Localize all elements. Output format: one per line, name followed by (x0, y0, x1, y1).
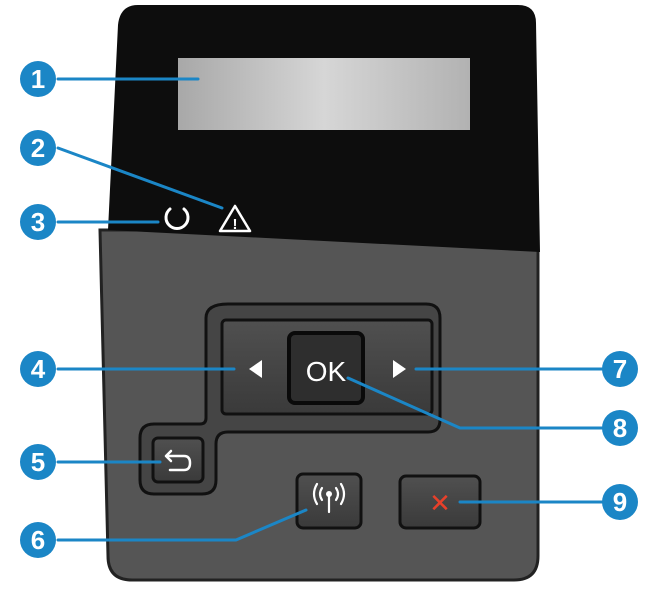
attention-light-icon: ! (218, 204, 252, 233)
callout-5: 5 (20, 444, 56, 480)
leader-lines (56, 77, 606, 542)
warning-glyph: ! (233, 216, 238, 233)
callout-6: 6 (20, 522, 56, 558)
left-arrow-button[interactable] (226, 324, 284, 410)
callout-1: 1 (20, 61, 56, 97)
callout-8: 8 (602, 410, 638, 446)
wireless-button[interactable] (295, 472, 363, 530)
ok-button-label: OK (306, 356, 347, 387)
lcd-display (178, 58, 470, 130)
left-arrow-icon (249, 360, 262, 378)
back-arrow-icon (164, 449, 192, 472)
leader-line-2 (56, 146, 224, 210)
ok-button[interactable]: OK (287, 331, 365, 405)
ready-light-icon (164, 207, 190, 230)
back-button[interactable] (151, 436, 205, 484)
callout-2: 2 (20, 130, 56, 166)
cancel-button[interactable]: ✕ (398, 474, 482, 530)
right-arrow-icon (393, 360, 406, 378)
callout-7: 7 (602, 351, 638, 387)
wireless-icon (312, 482, 346, 514)
leader-line-8 (346, 376, 606, 430)
callout-3: 3 (20, 204, 56, 240)
callout-9: 9 (602, 484, 638, 520)
right-arrow-button[interactable] (370, 324, 428, 410)
callout-4: 4 (20, 351, 56, 387)
cancel-icon: ✕ (429, 489, 451, 519)
leader-line-6 (56, 508, 308, 542)
